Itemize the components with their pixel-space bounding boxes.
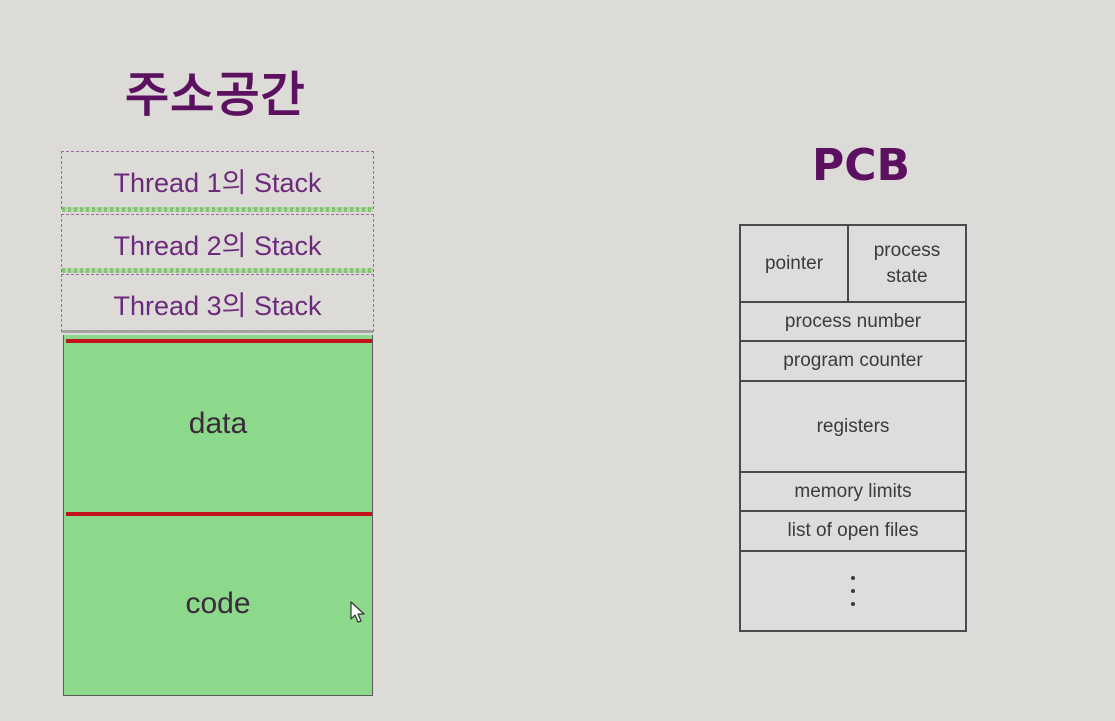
pcb-registers: registers: [741, 382, 965, 473]
pcb-process-state-label: process state: [873, 239, 941, 287]
pcb-title: PCB: [812, 140, 911, 191]
thread-2-stack: Thread 2의 Stack: [61, 214, 374, 272]
code-segment: code: [63, 513, 373, 696]
stack-divider: [62, 268, 373, 273]
thread-3-stack: Thread 3의 Stack: [61, 274, 374, 332]
vertical-ellipsis: [851, 576, 855, 606]
pcb-process-state-cell: process state: [849, 226, 965, 301]
mouse-pointer-icon: [350, 601, 365, 623]
code-segment-label: code: [185, 587, 251, 620]
pcb-open-files: list of open files: [741, 512, 965, 552]
pcb-row-pointer-state: pointer process state: [741, 226, 965, 303]
pcb-table: pointer process state process number pro…: [739, 224, 967, 632]
stack-divider: [62, 330, 373, 333]
thread-1-stack: Thread 1의 Stack: [61, 151, 374, 209]
data-top-boundary-line: [66, 339, 372, 343]
data-segment: data: [63, 335, 373, 513]
pcb-pointer-cell: pointer: [741, 226, 849, 301]
pcb-memory-limits: memory limits: [741, 473, 965, 512]
pcb-process-number: process number: [741, 303, 965, 342]
pcb-program-counter: program counter: [741, 342, 965, 382]
pcb-more-fields: [741, 552, 965, 630]
stack-divider: [62, 207, 373, 212]
data-segment-label: data: [188, 407, 248, 440]
address-space-title: 주소공간: [125, 67, 306, 123]
code-top-boundary-line: [66, 512, 372, 516]
